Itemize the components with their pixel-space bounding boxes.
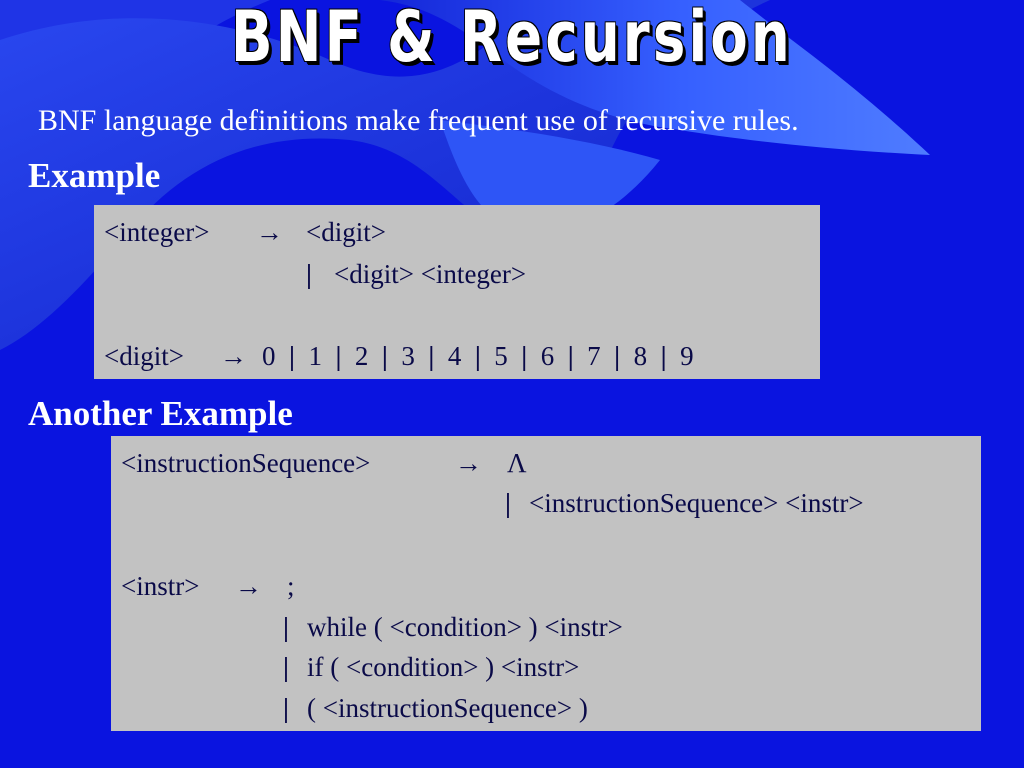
example-code-box: <integer> → <digit> | <digit> <integer> … <box>94 205 820 379</box>
digit-value: 4 <box>447 341 462 371</box>
alternation-bar: | <box>283 612 289 642</box>
instr-lhs: <instr> <box>121 571 200 601</box>
arrow-symbol: → <box>256 217 283 247</box>
digit-value: 5 <box>494 341 508 371</box>
alternation-bar: | <box>335 341 342 371</box>
alternation-bar: | <box>474 341 481 371</box>
alternation-bar: | <box>505 488 511 518</box>
alternation-bar: | <box>306 259 312 289</box>
integer-alt-1: <digit> <box>306 217 386 247</box>
arrow-symbol: → <box>455 448 482 478</box>
integer-alt-2: <digit> <integer> <box>334 259 527 289</box>
alternation-bar: | <box>283 693 289 723</box>
digit-value: 1 <box>308 341 322 371</box>
digit-lhs: <digit> <box>104 341 184 371</box>
instr-alt-block: ( <instructionSequence> ) <box>307 693 588 723</box>
integer-lhs: <integer> <box>104 217 210 247</box>
lambda-symbol: Λ <box>507 448 527 478</box>
digit-value: 6 <box>540 341 555 371</box>
example-heading: Example <box>28 156 161 195</box>
intro-text: BNF language definitions make frequent u… <box>38 104 799 137</box>
digit-value: 0 <box>262 341 276 371</box>
alternation-bar: | <box>567 341 574 371</box>
slide-title: BNF & Recursion <box>231 0 793 78</box>
another-example-heading: Another Example <box>28 394 293 433</box>
digit-value: 9 <box>680 341 694 371</box>
digit-alternatives: 0 | 1 | 2 | 3 | 4 | 5 | 6 | 7 | 8 | 9 <box>262 341 694 372</box>
instr-alt-semicolon: ; <box>287 571 295 601</box>
digit-value: 7 <box>587 341 601 371</box>
another-example-code-box: <instructionSequence> → Λ | <instruction… <box>111 436 981 731</box>
alternation-bar: | <box>381 341 388 371</box>
arrow-symbol: → <box>220 341 247 371</box>
instr-alt-while: while ( <condition> ) <instr> <box>307 612 623 642</box>
alternation-bar: | <box>428 341 435 371</box>
digit-value: 2 <box>354 341 369 371</box>
alternation-bar: | <box>521 341 528 371</box>
arrow-symbol: → <box>235 571 262 601</box>
alternation-bar: | <box>660 341 667 371</box>
alternation-bar: | <box>283 652 289 682</box>
instr-alt-if: if ( <condition> ) <instr> <box>307 652 580 682</box>
digit-value: 8 <box>633 341 648 371</box>
instruction-sequence-lhs: <instructionSequence> <box>121 448 371 478</box>
alternation-bar: | <box>289 341 295 371</box>
instruction-sequence-alt-2: <instructionSequence> <instr> <box>529 488 864 518</box>
alternation-bar: | <box>614 341 621 371</box>
digit-value: 3 <box>401 341 415 371</box>
